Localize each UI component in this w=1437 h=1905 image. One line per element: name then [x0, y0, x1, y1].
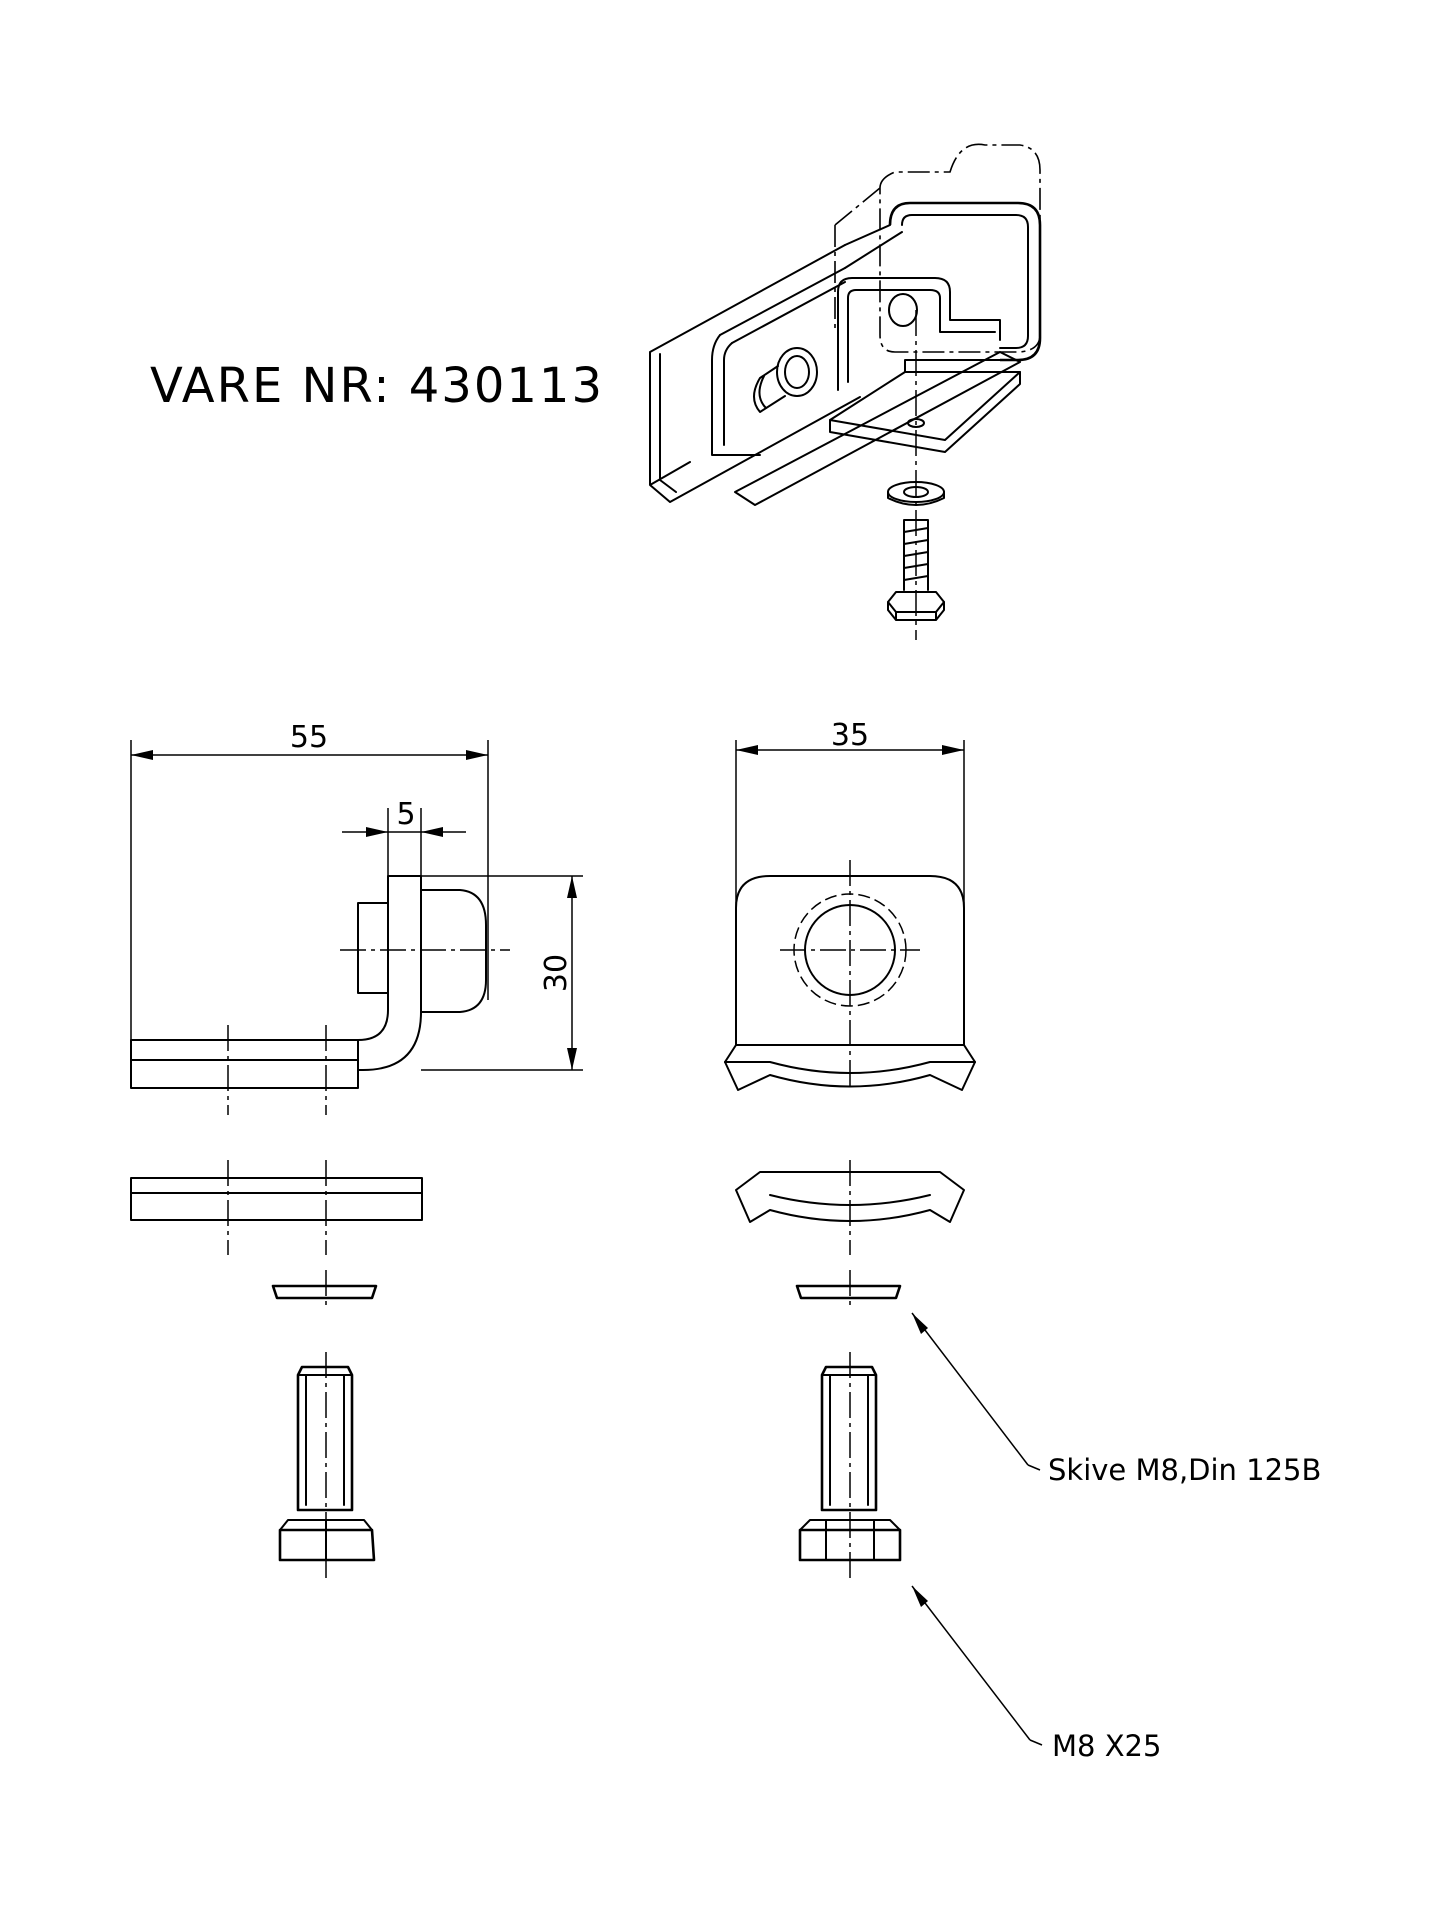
front-view: 35: [724, 718, 976, 1580]
dimension-55-label: 55: [290, 720, 328, 755]
callouts: Skive M8,Din 125B M8 X25: [911, 1312, 1321, 1763]
dimension-30-label: 30: [539, 954, 574, 992]
isometric-view: [649, 143, 1042, 640]
part-number-title: VARE NR: 430113: [150, 358, 604, 414]
side-view: 55 5 30: [130, 720, 583, 1580]
bolt-callout: M8 X25: [1052, 1729, 1161, 1763]
dimension-5-label: 5: [396, 797, 415, 832]
dimension-35-label: 35: [831, 718, 869, 753]
washer-callout: Skive M8,Din 125B: [1048, 1453, 1321, 1487]
